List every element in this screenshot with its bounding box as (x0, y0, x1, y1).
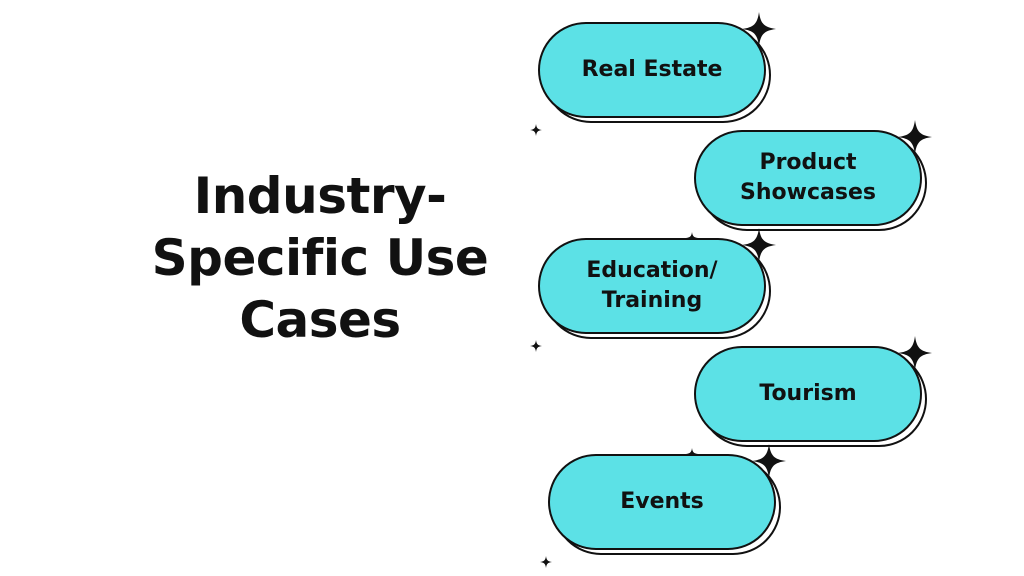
title-line-2: Specific Use (151, 229, 489, 287)
pill-face: Events (548, 454, 776, 550)
use-case-real-estate: Real Estate (530, 12, 776, 136)
title-line-3: Cases (239, 291, 401, 349)
pill-face: Real Estate (538, 22, 766, 118)
sparkle-icon (742, 228, 776, 262)
use-case-product-showcases: Product Showcases (686, 120, 932, 244)
use-case-label: Tourism (759, 381, 857, 406)
use-case-label: Events (620, 489, 704, 514)
pill-face: Tourism (694, 346, 922, 442)
title-line-1: Industry- (193, 167, 447, 225)
pill-face: Education/ Training (538, 238, 766, 334)
use-case-label: Real Estate (581, 57, 723, 82)
small-sparkle-icon (530, 340, 542, 352)
sparkle-icon (752, 444, 786, 478)
use-case-label: Education/ Training (586, 258, 718, 313)
use-case-education-training: Education/ Training (530, 228, 776, 352)
small-sparkle-icon (530, 124, 542, 136)
use-case-events: Events (540, 444, 786, 568)
use-case-label: Product Showcases (740, 150, 876, 205)
small-sparkle-icon (540, 556, 552, 568)
page-title: Industry- Specific Use Cases (100, 165, 540, 351)
sparkle-icon (898, 120, 932, 154)
pill-face: Product Showcases (694, 130, 922, 226)
use-case-tourism: Tourism (686, 336, 932, 460)
sparkle-icon (898, 336, 932, 370)
sparkle-icon (742, 12, 776, 46)
